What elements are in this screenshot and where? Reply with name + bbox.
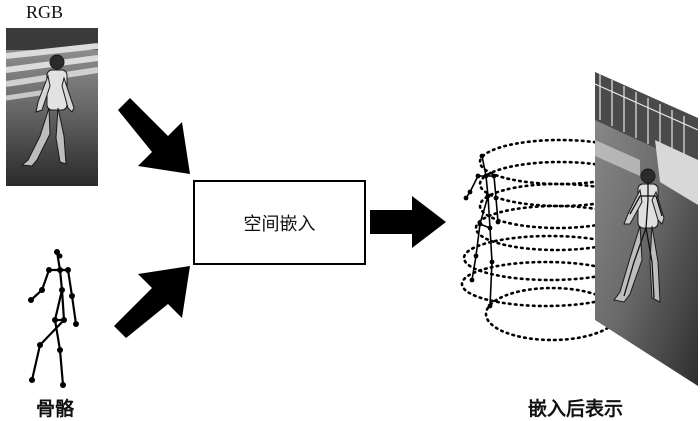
embedded-representation-label: 嵌入后表示 xyxy=(528,398,624,420)
output-skeleton-joints xyxy=(463,153,501,309)
skeleton-arrow xyxy=(114,266,190,338)
output-frame-image xyxy=(595,72,698,386)
rgb-frame-image xyxy=(6,28,98,186)
skeleton-figure xyxy=(30,251,78,386)
output-arrow xyxy=(370,196,446,248)
skeleton-label: 骨骼 xyxy=(36,398,75,420)
rgb-label: RGB xyxy=(26,2,64,22)
spatial-embedding-box xyxy=(193,180,366,265)
skeleton-joints xyxy=(28,249,79,388)
spatial-embedding-label: 空间嵌入 xyxy=(243,213,316,235)
rgb-arrow xyxy=(118,98,190,174)
